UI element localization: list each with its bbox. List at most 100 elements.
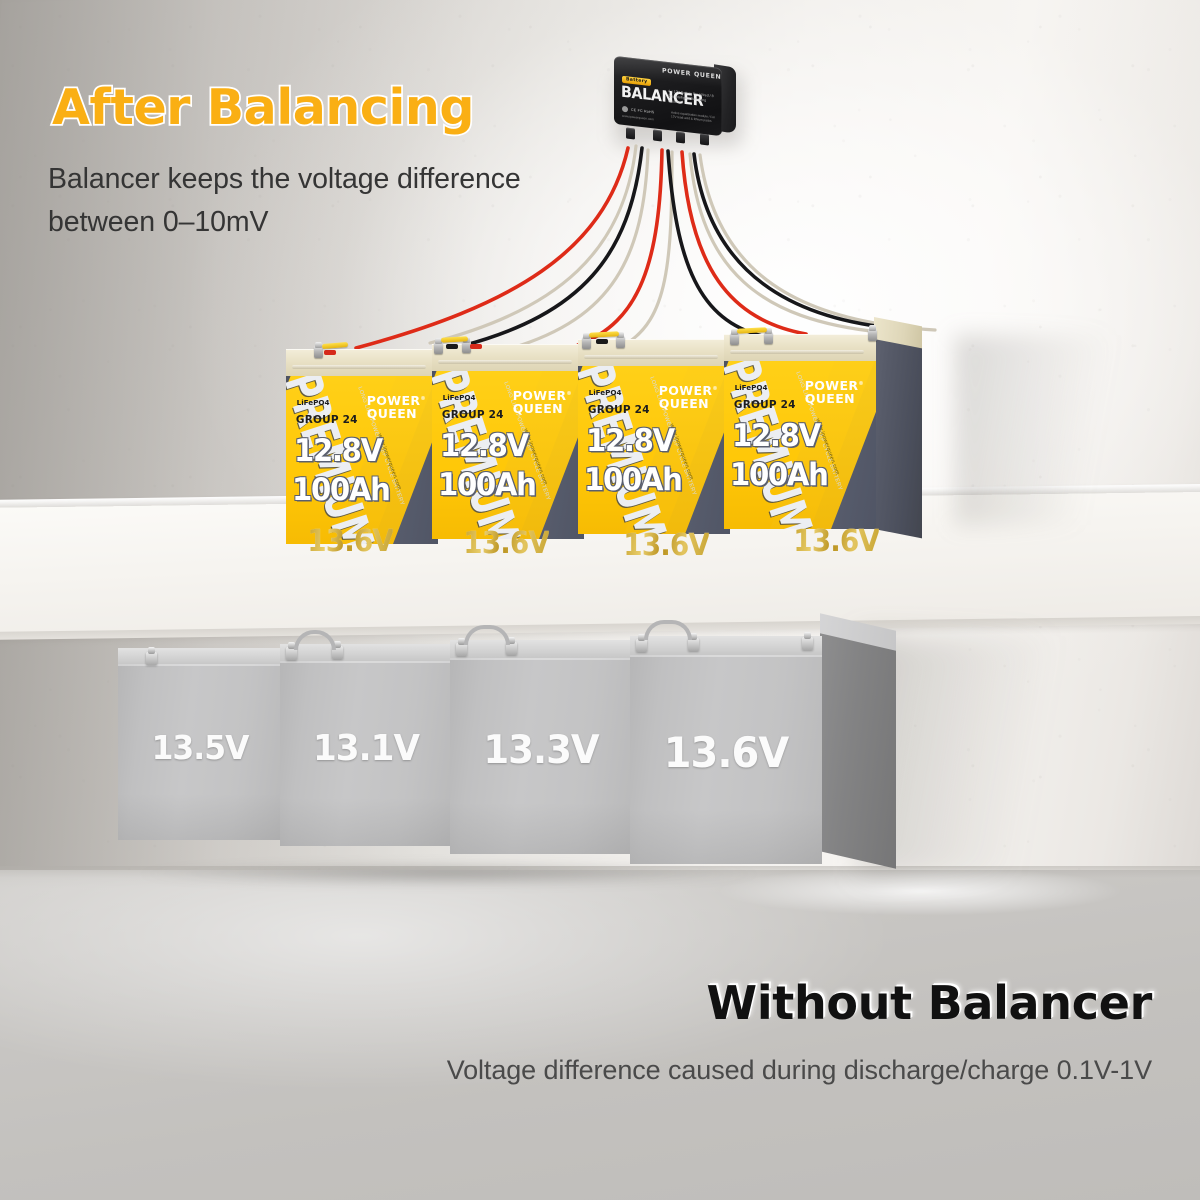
battery-bottom-1: 13.5V [118,647,283,840]
chemistry-label-1: LiFePO4 [296,397,330,407]
jumper-loop-1 [294,630,336,650]
battery-balancer-device: POWER QUEEN Battery BALANCER 4 x 12V Bat… [608,55,742,150]
subtitle-after-line1: Balancer keeps the voltage difference [48,163,521,195]
battery-terminal-2a [434,338,443,354]
capacity-spec-3: 100Ah [584,461,683,498]
pq-brand-line1-3: POWER [658,382,713,398]
terminal-lug-black-2 [446,344,458,349]
balanced-voltage-label-4: 13.6V [793,524,880,559]
voltage-spec-3: 12.8V [585,423,675,460]
battery-top-3: PREMIUM LONG LIFE POWER DEEP CYCLE BATTE… [578,339,730,534]
chemistry-label-4: LiFePO4 [734,382,768,392]
battery-bottom-terminal-2a [286,642,297,660]
battery-terminal-4c [868,325,877,341]
pq-brand-line1-1: POWER [366,392,421,408]
power-queen-logo-3: POWER® QUEEN [658,382,718,411]
wire-sense-2 [510,148,650,350]
power-queen-logo-1: POWER® QUEEN [366,392,426,421]
battery-bottom-terminal-2b [332,641,343,659]
chemistry-label-3: LiFePO4 [588,387,622,397]
jumper-cable-4 [736,327,768,334]
terminal-lug-red-1 [324,350,336,355]
battery-bottom-4: 13.6V [630,613,896,869]
unbalanced-voltage-label-2: 13.1V [312,728,420,769]
capacity-spec-2: 100Ah [438,466,537,503]
battery-top-cap-1 [286,349,438,377]
capacity-spec-1: 100Ah [292,471,391,508]
unbalanced-bank-wall-shadow [860,636,1100,876]
battery-label-4: PREMIUM LONG LIFE POWER DEEP CYCLE BATTE… [724,361,876,529]
balanced-battery-bank: PREMIUM LONG LIFE POWER DEEP CYCLE BATTE… [286,317,986,544]
battery-bottom-face-1 [118,664,282,840]
battery-bottom-terminal-4a [636,634,647,652]
group-label-2: GROUP 24 [441,408,504,421]
battery-label-3: PREMIUM LONG LIFE POWER DEEP CYCLE BATTE… [578,366,730,534]
battery-terminal-3b [616,332,625,348]
battery-top-cap-2 [432,344,584,372]
wire-negative-1 [460,146,644,348]
group-label-1: GROUP 24 [295,413,358,426]
group-label-3: GROUP 24 [587,403,650,416]
power-queen-logo-4: POWER® QUEEN [804,377,864,406]
voltage-spec-4: 12.8V [731,418,821,455]
wire-positive-3 [680,150,808,336]
battery-terminal-4a [730,329,739,345]
pq-brand-line2-1: QUEEN [366,405,418,421]
pq-brand-line1-4: POWER [804,377,859,393]
battery-bottom-top-4 [630,636,822,657]
jumper-cable-3 [588,331,620,338]
battery-bottom-terminal-4c [802,632,813,650]
wire-sense-1 [428,144,638,345]
terminal-lug-black-3 [596,339,608,344]
battery-bottom-face-2 [280,661,452,846]
group-label-4: GROUP 24 [733,398,796,411]
subtitle-without-balancer: Voltage difference caused during dischar… [446,1055,1152,1085]
unbalanced-battery-bank: 13.5V 13.1V 13.3V [110,613,910,880]
battery-bottom-terminal-3b [506,637,517,655]
battery-label-2: PREMIUM LONG LIFE POWER DEEP CYCLE BATTE… [432,371,584,539]
battery-side-face-4 [874,339,922,539]
wire-sense-4 [688,152,882,334]
pq-brand-line1-2: POWER [512,387,567,403]
balanced-voltage-label-1: 13.6V [307,524,394,559]
capacity-spec-4: 100Ah [730,456,829,493]
pq-brand-line2-4: QUEEN [804,390,856,406]
pq-brand-line2-2: QUEEN [512,400,564,416]
balanced-voltage-label-3: 13.6V [623,528,710,563]
battery-bottom-top-3 [450,640,632,660]
battery-terminal-3a [582,333,591,349]
battery-terminal-4b [764,328,773,344]
terminal-lug-red-2 [470,344,482,349]
pq-brand-line2-3: QUEEN [658,395,710,411]
battery-bottom-terminal-1a [146,647,157,665]
battery-bottom-side-face-4 [820,633,896,869]
battery-bottom-top-1 [118,648,282,666]
battery-top-4: PREMIUM LONG LIFE POWER DEEP CYCLE BATTE… [724,317,922,539]
balanced-voltage-label-2: 13.6V [463,526,550,561]
subtitle-after-balancing: Balancer keeps the voltage difference be… [48,158,648,244]
top-battery-wall-shadow [955,335,1145,525]
unbalanced-voltage-label-4: 13.6V [663,728,790,777]
battery-bottom-face-4 [630,655,822,864]
wire-sense-5 [698,153,937,332]
unbalanced-voltage-label-1: 13.5V [151,728,250,767]
subtitle-after-line2: between 0–10mV [48,206,269,238]
battery-bottom-3: 13.3V [450,625,633,854]
battery-bottom-terminal-4b [688,633,699,651]
floor-light-glow [640,856,1200,926]
battery-top-cap-4 [724,334,876,362]
battery-bottom-2: 13.1V [280,630,453,846]
voltage-spec-1: 12.8V [293,433,383,470]
battery-terminal-1a [314,342,323,358]
unbalanced-voltage-label-3: 13.3V [483,728,599,773]
headline-after-balancing: After Balancing [50,77,476,138]
battery-top-2: PREMIUM LONG LIFE POWER DEEP CYCLE BATTE… [432,344,584,539]
power-queen-logo-2: POWER® QUEEN [512,387,572,416]
chemistry-label-2: LiFePO4 [442,392,476,402]
wire-positive-1 [354,146,630,350]
battery-top-1: PREMIUM LONG LIFE POWER DEEP CYCLE BATTE… [286,349,438,544]
battery-bottom-terminal-3a [456,638,467,656]
battery-label-1: PREMIUM LONG LIFE POWER DEEP CYCLE BATTE… [286,376,438,544]
battery-bottom-face-3 [450,658,632,854]
